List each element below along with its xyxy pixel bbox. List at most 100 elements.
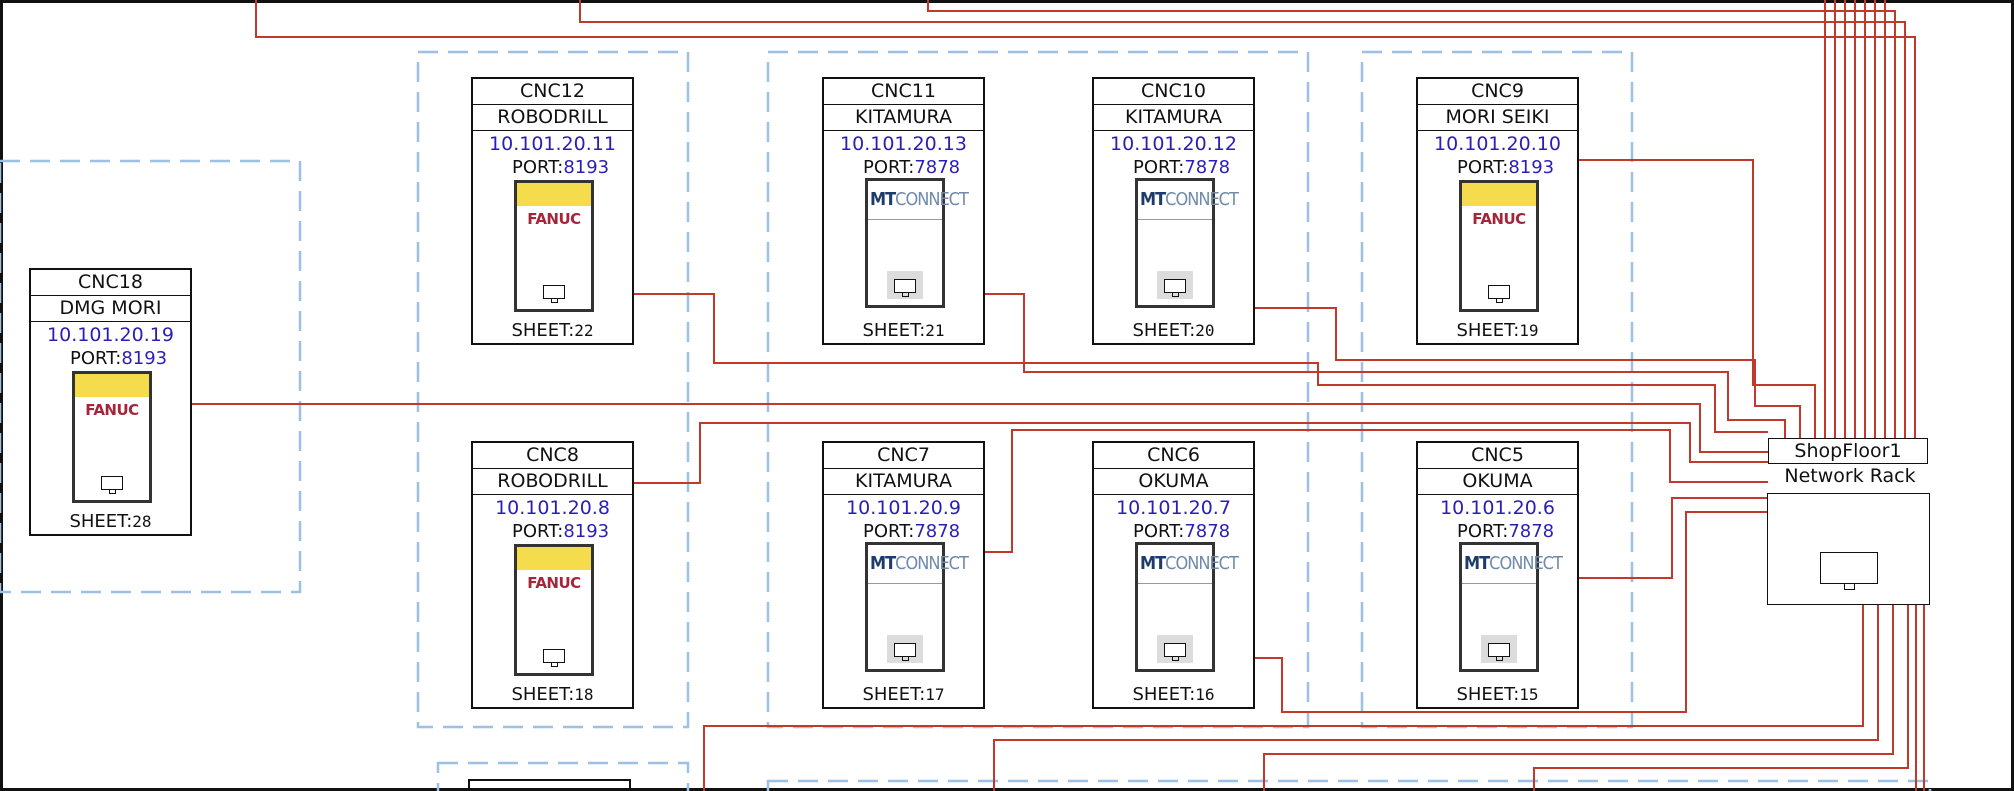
- monitor-icon: [1488, 643, 1510, 661]
- sheet-ref: SHEET:16: [1132, 684, 1215, 705]
- wire-bottom-1: [703, 605, 1864, 791]
- sheet-ref: SHEET:22: [511, 320, 594, 341]
- machine-ip: 10.101.20.12: [1110, 133, 1237, 155]
- zone-bottom-left: [436, 761, 690, 791]
- sheet-ref: SHEET:21: [862, 320, 945, 341]
- machine-port: PORT:7878: [1133, 521, 1231, 542]
- cnc-card-cnc8[interactable]: CNC8 ROBODRILL 10.101.20.8 PORT:8193 FAN…: [471, 441, 634, 709]
- machine-ip: 10.101.20.7: [1116, 497, 1231, 519]
- cnc-card-cnc18[interactable]: CNC18 DMG MORI 10.101.20.19 PORT:8193 FA…: [29, 268, 192, 536]
- wire-cnc7: [985, 429, 1768, 553]
- fanuc-controller: FANUC: [1459, 180, 1539, 312]
- wire-top-2: [579, 0, 1906, 443]
- machine-port: PORT:8193: [70, 348, 168, 369]
- fanuc-logo: FANUC: [85, 401, 139, 419]
- machine-maker: OKUMA: [1418, 469, 1577, 495]
- sheet-ref: SHEET:18: [511, 684, 594, 705]
- monitor-icon: [1164, 643, 1186, 661]
- cnc-card-cnc9[interactable]: CNC9 MORI SEIKI 10.101.20.10 PORT:8193 F…: [1416, 77, 1579, 345]
- wire-bottom-3: [1263, 605, 1894, 791]
- machine-port: PORT:7878: [1133, 157, 1231, 178]
- machine-ip: 10.101.20.19: [47, 324, 174, 346]
- fanuc-logo: FANUC: [1472, 210, 1526, 228]
- machine-maker: OKUMA: [1094, 469, 1253, 495]
- monitor-icon: [101, 476, 123, 494]
- mtconnect-logo: MTCONNECT: [1138, 181, 1239, 220]
- machine-ip: 10.101.20.6: [1440, 497, 1555, 519]
- machine-maker: MORI SEIKI: [1418, 105, 1577, 131]
- fanuc-logo: FANUC: [527, 210, 581, 228]
- machine-id: CNC9: [1418, 79, 1577, 105]
- mtconnect-adapter: MTCONNECT: [1135, 542, 1239, 672]
- sheet-ref: SHEET:20: [1132, 320, 1215, 341]
- machine-id: CNC6: [1094, 443, 1253, 469]
- machine-maker: DMG MORI: [31, 296, 190, 322]
- cnc-card-cnc5[interactable]: CNC5 OKUMA 10.101.20.6 PORT:7878 MTCONNE…: [1416, 441, 1579, 709]
- rack-title: ShopFloor1: [1768, 438, 1928, 464]
- machine-maker: ROBODRILL: [473, 469, 632, 495]
- rack-subtitle: Network Rack: [1784, 465, 1916, 487]
- mtconnect-adapter: MTCONNECT: [1135, 178, 1239, 308]
- machine-id: CNC18: [31, 270, 190, 296]
- wire-cnc12: [633, 293, 1768, 433]
- machine-ip: 10.101.20.11: [489, 133, 616, 155]
- mtconnect-logo: MTCONNECT: [1138, 545, 1239, 584]
- monitor-icon: [1488, 285, 1510, 303]
- wire-cnc11: [985, 293, 1786, 443]
- network-wires: [192, 0, 1925, 791]
- zone-bottom-right: [766, 779, 1932, 791]
- machine-port: PORT:8193: [512, 521, 610, 542]
- cnc-card-cnc11[interactable]: CNC11 KITAMURA 10.101.20.13 PORT:7878 MT…: [822, 77, 985, 345]
- monitor-icon: [543, 285, 565, 303]
- machine-id: CNC8: [473, 443, 632, 469]
- machine-ip: 10.101.20.13: [840, 133, 967, 155]
- monitor-icon: [543, 649, 565, 667]
- machine-maker: ROBODRILL: [473, 105, 632, 131]
- fanuc-logo: FANUC: [527, 574, 581, 592]
- sheet-ref: SHEET:15: [1456, 684, 1539, 705]
- network-rack[interactable]: [1767, 493, 1930, 605]
- fanuc-controller: FANUC: [72, 371, 152, 503]
- cnc-card-cnc10[interactable]: CNC10 KITAMURA 10.101.20.12 PORT:7878 MT…: [1092, 77, 1255, 345]
- cnc-card-cnc7[interactable]: CNC7 KITAMURA 10.101.20.9 PORT:7878 MTCO…: [822, 441, 985, 709]
- fanuc-band: [517, 183, 591, 206]
- machine-ip: 10.101.20.8: [495, 497, 610, 519]
- zone-robodrill: [416, 50, 690, 729]
- mtconnect-logo: MTCONNECT: [868, 545, 969, 584]
- mtconnect-adapter: MTCONNECT: [865, 178, 969, 308]
- monitor-icon: [1820, 552, 1878, 590]
- fanuc-controller: FANUC: [514, 180, 594, 312]
- wire-top-3: [927, 0, 1896, 443]
- fanuc-band: [517, 547, 591, 570]
- wire-cnc5: [1578, 497, 1768, 579]
- machine-port: PORT:8193: [512, 157, 610, 178]
- wire-cnc9: [1578, 159, 1816, 443]
- sheet-ref: SHEET:28: [69, 511, 152, 532]
- wire-top-1: [255, 0, 1916, 443]
- monitor-icon: [894, 643, 916, 661]
- fanuc-band: [75, 374, 149, 397]
- machine-id: CNC5: [1418, 443, 1577, 469]
- machine-port: PORT:7878: [863, 157, 961, 178]
- machine-id: CNC7: [824, 443, 983, 469]
- fanuc-band: [1462, 183, 1536, 206]
- machine-maker: KITAMURA: [824, 105, 983, 131]
- cnc-card-cnc6[interactable]: CNC6 OKUMA 10.101.20.7 PORT:7878 MTCONNE…: [1092, 441, 1255, 709]
- machine-id: CNC11: [824, 79, 983, 105]
- machine-port: PORT:7878: [1457, 521, 1555, 542]
- mtconnect-adapter: MTCONNECT: [1459, 542, 1563, 672]
- wire-cnc10: [1255, 307, 1801, 443]
- wire-bottom-2: [993, 605, 1879, 791]
- machine-ip: 10.101.20.10: [1434, 133, 1561, 155]
- zone-cnc18: [0, 159, 302, 594]
- wire-bottom-4: [1533, 605, 1909, 791]
- sheet-ref: SHEET:19: [1456, 320, 1539, 341]
- cnc-card-partial[interactable]: [468, 779, 631, 791]
- cnc-card-cnc12[interactable]: CNC12 ROBODRILL 10.101.20.11 PORT:8193 F…: [471, 77, 634, 345]
- machine-ip: 10.101.20.9: [846, 497, 961, 519]
- wire-cnc6: [1255, 511, 1768, 713]
- mtconnect-logo: MTCONNECT: [868, 181, 969, 220]
